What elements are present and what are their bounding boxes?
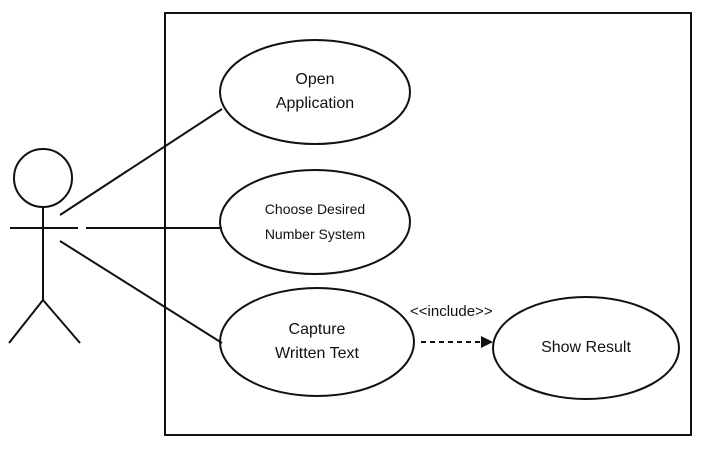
capture-written-text-label: Capture Written Text bbox=[237, 314, 397, 370]
open-application-line-2: Application bbox=[275, 95, 355, 112]
association-open-application bbox=[59, 108, 223, 216]
choose-number-system-line-2: Number System bbox=[264, 226, 366, 242]
capture-written-text-line-1: Capture bbox=[288, 321, 346, 338]
include-relationship-label: <<include>> bbox=[410, 303, 493, 320]
choose-number-system-label: Choose Desired Number System bbox=[235, 194, 395, 250]
actor-right-leg bbox=[42, 299, 81, 344]
use-case-capture-written-text bbox=[219, 287, 415, 397]
choose-number-system-line-1: Choose Desired bbox=[264, 201, 366, 217]
system-boundary bbox=[164, 12, 692, 436]
association-capture-written-text bbox=[59, 240, 223, 344]
show-result-line-1: Show Result bbox=[541, 339, 631, 356]
open-application-line-1: Open bbox=[295, 71, 335, 88]
include-arrowhead bbox=[481, 336, 493, 348]
show-result-label: Show Result bbox=[506, 334, 666, 362]
actor-head bbox=[13, 148, 73, 208]
actor bbox=[8, 148, 81, 344]
actor-left-leg bbox=[8, 299, 44, 344]
use-case-show-result bbox=[492, 296, 680, 400]
open-application-label: Open Application bbox=[235, 62, 395, 122]
use-case-open-application bbox=[219, 39, 411, 145]
use-case-choose-number-system bbox=[219, 169, 411, 275]
capture-written-text-line-2: Written Text bbox=[275, 345, 359, 362]
